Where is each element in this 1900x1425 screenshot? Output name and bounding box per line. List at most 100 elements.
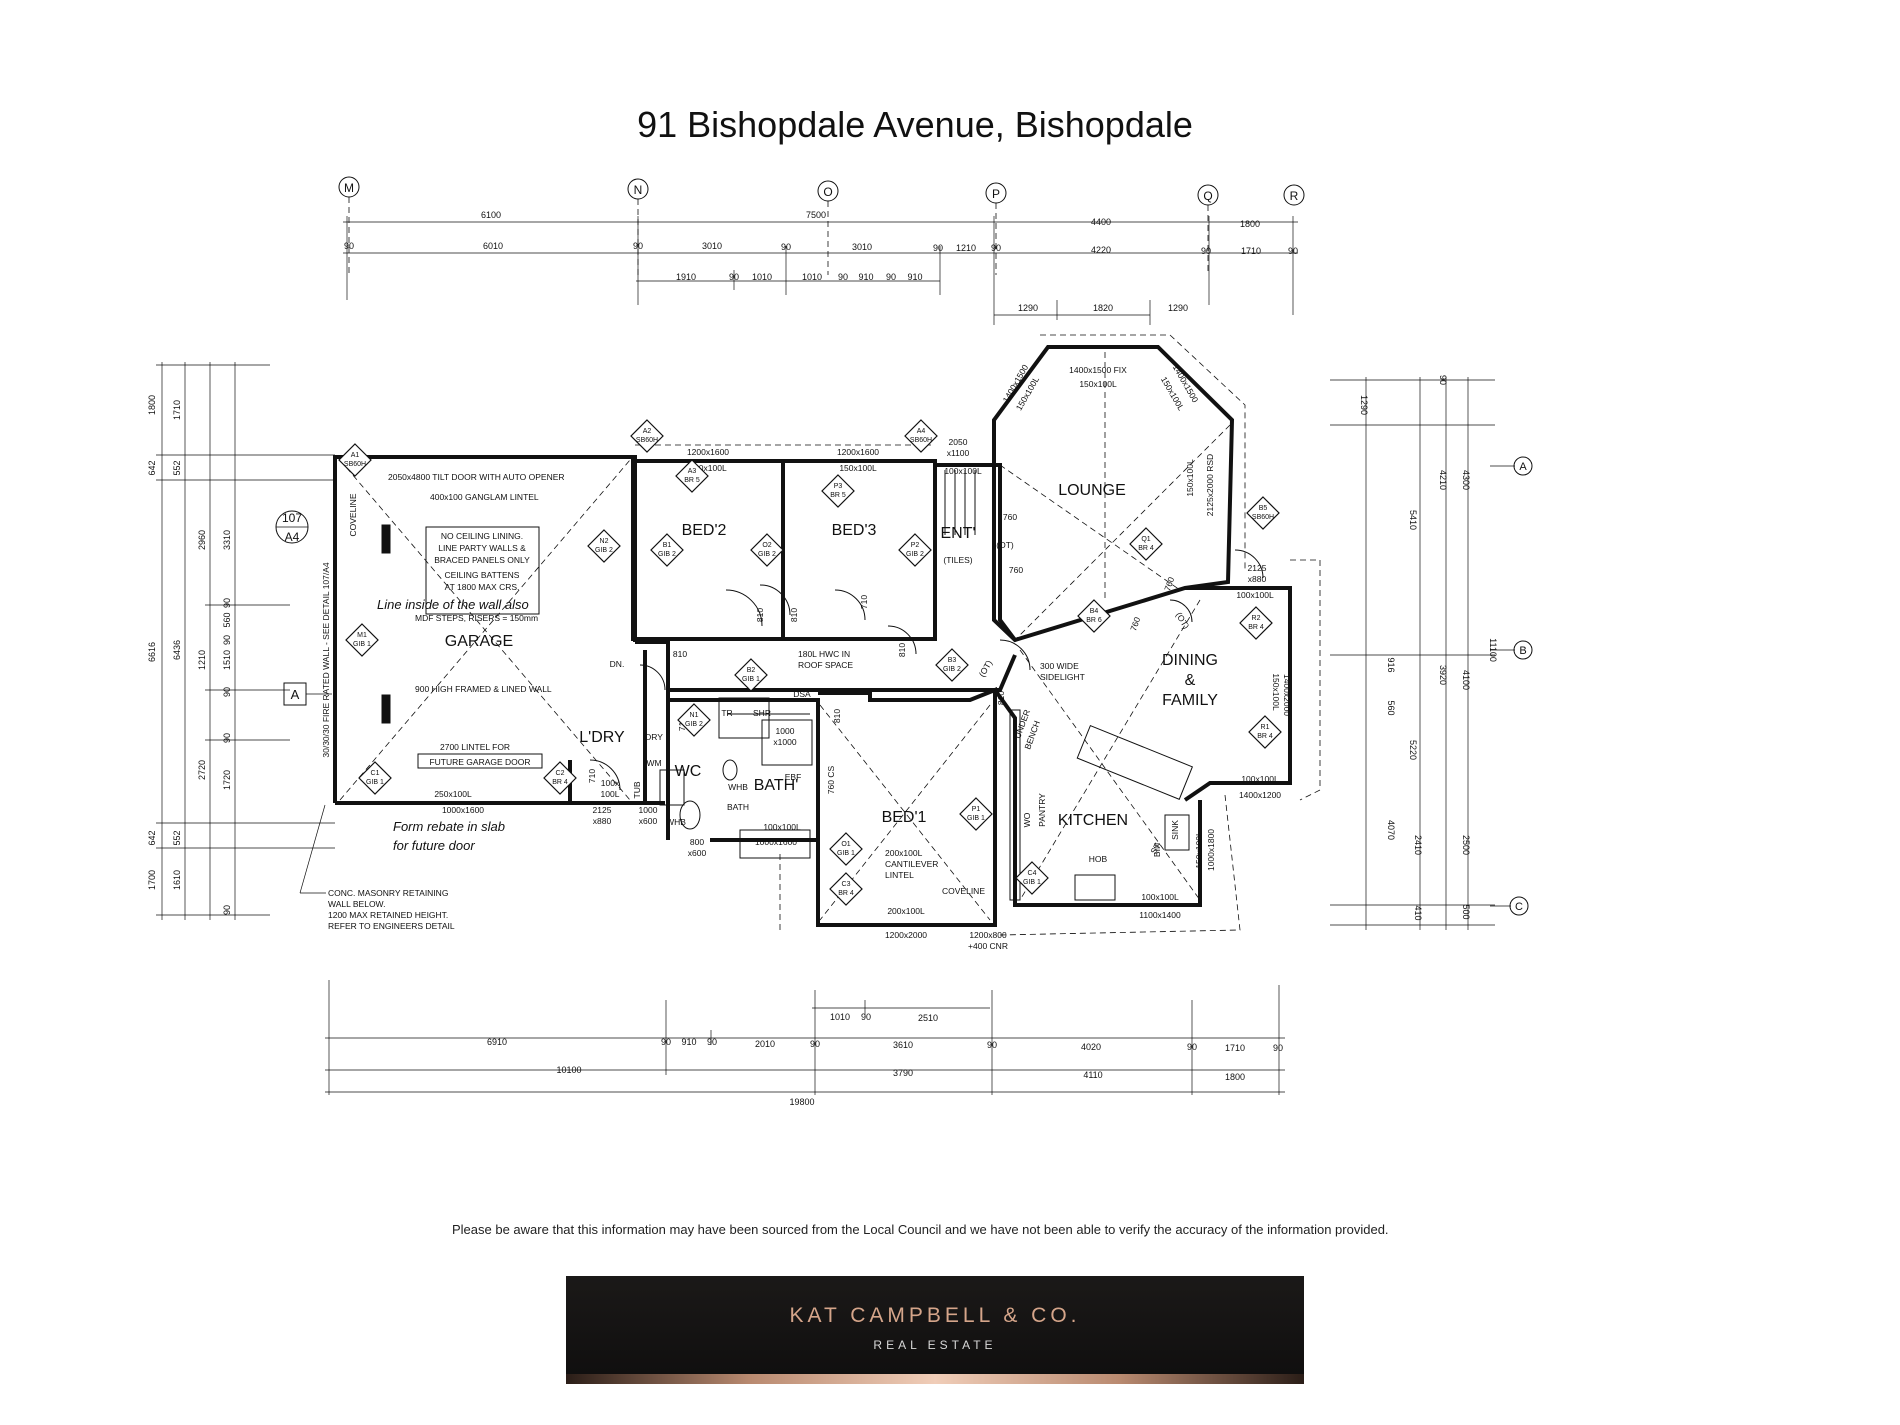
- svg-text:3920: 3920: [1438, 665, 1448, 685]
- svg-text:FUTURE GARAGE DOOR: FUTURE GARAGE DOOR: [429, 757, 530, 767]
- svg-text:AT 1800 MAX CRS.: AT 1800 MAX CRS.: [445, 582, 520, 592]
- bracing-tag-code: N2: [600, 538, 609, 545]
- brand-logo-banner: KAT CAMPBELL & CO. REAL ESTATE: [566, 1276, 1304, 1384]
- svg-text:5220: 5220: [1408, 740, 1418, 760]
- svg-text:7500: 7500: [806, 210, 826, 220]
- svg-text:810: 810: [996, 691, 1006, 705]
- svg-text:6010: 6010: [483, 241, 503, 251]
- svg-text:4020: 4020: [1081, 1042, 1101, 1052]
- svg-text:760 CS: 760 CS: [826, 765, 836, 794]
- svg-text:6436: 6436: [172, 640, 182, 660]
- svg-text:N: N: [634, 183, 643, 197]
- svg-text:100x100L: 100x100L: [944, 466, 982, 476]
- room-label-wc: WC: [675, 763, 702, 780]
- grid-marker-right-a: A: [1490, 456, 1533, 476]
- svg-text:150x100L: 150x100L: [839, 463, 877, 473]
- svg-text:x600: x600: [639, 816, 658, 826]
- svg-text:90: 90: [707, 1037, 717, 1047]
- svg-text:5410: 5410: [1408, 510, 1418, 530]
- bracing-tag-code: M1: [357, 632, 367, 639]
- svg-text:90: 90: [810, 1039, 820, 1049]
- svg-text:6910: 6910: [487, 1037, 507, 1047]
- svg-text:WALL BELOW.: WALL BELOW.: [328, 899, 385, 909]
- grid-marker-r: R: [1283, 184, 1305, 206]
- bracing-tag-code: P1: [972, 806, 981, 813]
- grid-marker-right-c: C: [1490, 896, 1529, 916]
- svg-text:R: R: [1290, 189, 1299, 203]
- svg-text:150x100L: 150x100L: [1271, 673, 1281, 711]
- room-label-laundry: L'DRY: [579, 729, 625, 746]
- svg-text:2050x4800 TILT DOOR WITH AUTO: 2050x4800 TILT DOOR WITH AUTO OPENER: [388, 472, 565, 482]
- svg-text:910: 910: [858, 272, 873, 282]
- svg-text:1820: 1820: [1093, 303, 1113, 313]
- svg-text:1210: 1210: [956, 243, 976, 253]
- svg-text:DN.: DN.: [610, 659, 625, 669]
- svg-text:DRY: DRY: [645, 732, 663, 742]
- room-label-bed2: BED'2: [682, 522, 727, 539]
- disclaimer-text: Please be aware that this information ma…: [452, 1222, 1389, 1237]
- svg-text:90: 90: [1273, 1043, 1283, 1053]
- svg-text:30/30/30 FIRE RATED WALL - SEE: 30/30/30 FIRE RATED WALL - SEE DETAIL 10…: [321, 562, 331, 758]
- svg-text:2125x2000 RSD: 2125x2000 RSD: [1205, 454, 1215, 516]
- svg-text:1610: 1610: [172, 870, 182, 890]
- svg-text:O: O: [823, 185, 832, 199]
- svg-text:Form rebate in slab: Form rebate in slab: [393, 819, 505, 834]
- svg-text:200x100L: 200x100L: [885, 848, 923, 858]
- svg-text:4220: 4220: [1091, 245, 1111, 255]
- section-reference-marker: 107 A4: [275, 510, 309, 544]
- svg-text:100x100L: 100x100L: [1236, 590, 1274, 600]
- bracing-tag-code: B5: [1259, 505, 1268, 512]
- bracing-tag-type: GIB 2: [595, 547, 613, 554]
- svg-text:1000: 1000: [776, 726, 795, 736]
- bracing-tag-code: A1: [351, 452, 360, 459]
- svg-text:1400x1200: 1400x1200: [1239, 790, 1281, 800]
- grid-marker-left-a: A: [283, 682, 332, 706]
- svg-text:90: 90: [1201, 246, 1211, 256]
- svg-text:1200x2000: 1200x2000: [885, 930, 927, 940]
- bracing-tag-code: N1: [690, 712, 699, 719]
- svg-text:(OT): (OT): [996, 540, 1014, 550]
- svg-text:100x100L: 100x100L: [1241, 774, 1279, 784]
- bracing-tag-type: BR 4: [838, 890, 854, 897]
- plan-notes: 2050x4800 TILT DOOR WITH AUTO OPENER 400…: [299, 365, 1215, 931]
- svg-text:1710: 1710: [1241, 246, 1261, 256]
- svg-text:800: 800: [690, 837, 704, 847]
- top-dimensions: 6100 7500 4400 1800 90 6010 90 3010 90 3…: [343, 210, 1298, 325]
- svg-text:B: B: [1519, 645, 1526, 657]
- svg-text:90: 90: [222, 905, 232, 915]
- svg-text:(OT): (OT): [977, 658, 994, 678]
- svg-text:760: 760: [1128, 615, 1142, 632]
- svg-text:1290: 1290: [1359, 395, 1369, 415]
- svg-text:6616: 6616: [147, 642, 157, 662]
- svg-text:CONC. MASONRY RETAINING: CONC. MASONRY RETAINING: [328, 888, 448, 898]
- svg-text:916: 916: [1386, 657, 1396, 672]
- svg-text:90: 90: [661, 1037, 671, 1047]
- svg-text:3790: 3790: [893, 1068, 913, 1078]
- svg-text:710: 710: [587, 769, 597, 783]
- bracing-tag-code: B3: [948, 657, 957, 664]
- svg-text:4400: 4400: [1091, 217, 1111, 227]
- room-label-bath: BATH': [754, 777, 799, 794]
- bracing-tag-code: C4: [1028, 870, 1037, 877]
- right-grid-markers: A B C: [1490, 456, 1533, 916]
- svg-text:2010: 2010: [755, 1039, 775, 1049]
- svg-text:P: P: [992, 187, 1000, 201]
- svg-text:4110: 4110: [1083, 1070, 1102, 1080]
- bracing-tag-code: C2: [556, 770, 565, 777]
- svg-text:90: 90: [838, 272, 848, 282]
- svg-text:1720: 1720: [222, 770, 232, 790]
- bracing-tag-code: O1: [841, 841, 850, 848]
- bracing-tag-type: GIB 1: [967, 815, 985, 822]
- bracing-tag-type: GIB 1: [353, 641, 371, 648]
- svg-text:ROOF SPACE: ROOF SPACE: [798, 660, 853, 670]
- bracing-tag-type: BR 4: [1138, 545, 1154, 552]
- room-label-bed3: BED'3: [832, 522, 877, 539]
- svg-text:810: 810: [755, 608, 765, 622]
- svg-text:90: 90: [1288, 246, 1298, 256]
